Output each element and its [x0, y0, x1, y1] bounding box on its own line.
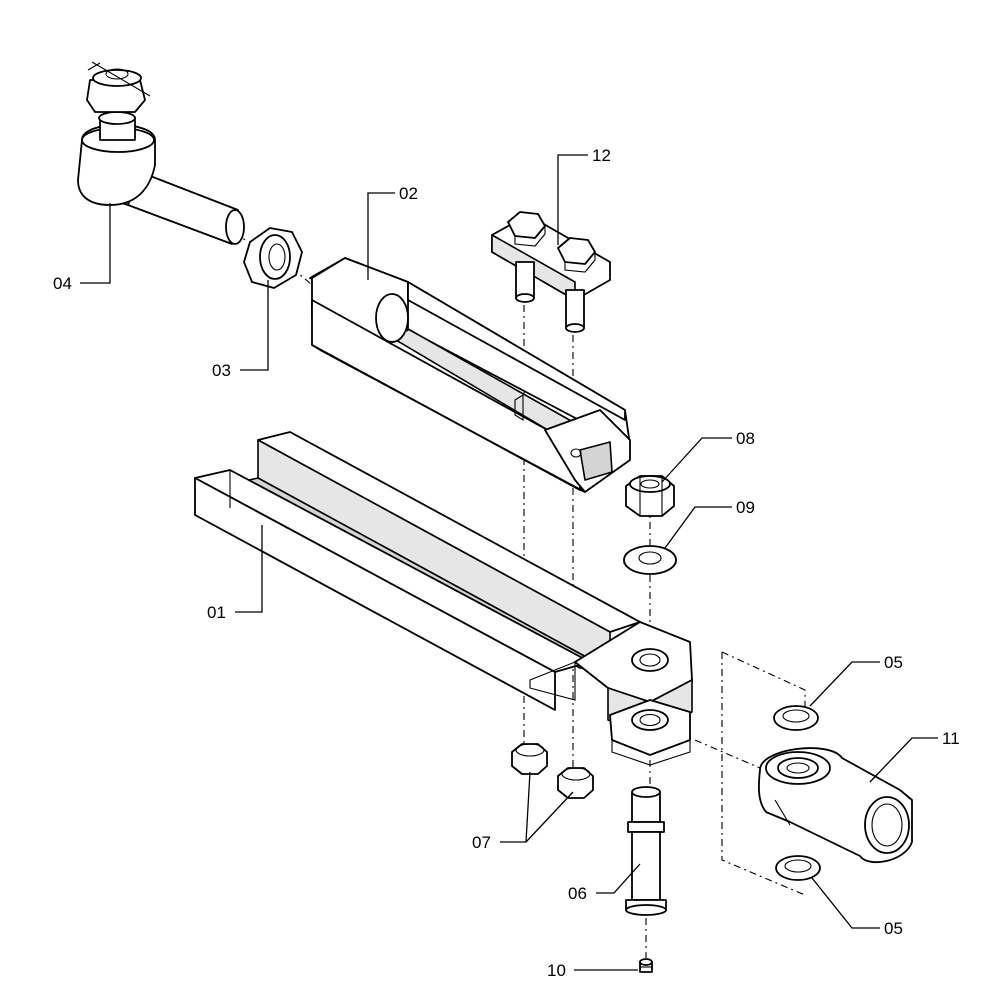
part-06-pin	[625, 786, 667, 916]
part-08-lock-nut	[625, 475, 675, 517]
callout-09: 09	[736, 498, 755, 517]
leader-lines	[80, 154, 938, 971]
part-03-hex-nut	[243, 227, 303, 289]
part-01-lower-arm	[194, 431, 693, 766]
callout-05-bottom: 05	[884, 919, 903, 938]
callout-04: 04	[53, 274, 72, 293]
callout-02: 02	[399, 184, 418, 203]
part-09-washer	[623, 545, 677, 575]
part-04-tie-rod-end	[77, 61, 245, 245]
part-12-clamp	[491, 211, 611, 333]
part-05-spacers	[773, 705, 821, 881]
callout-01: 01	[207, 603, 226, 622]
part-02-upper-arm	[309, 257, 631, 493]
callout-06: 06	[568, 884, 587, 903]
callout-07: 07	[472, 833, 491, 852]
callout-03: 03	[212, 361, 231, 380]
part-07-nuts	[511, 743, 594, 799]
callout-08: 08	[736, 429, 755, 448]
callout-12: 12	[592, 146, 611, 165]
callout-10: 10	[547, 961, 566, 980]
part-11-rod-end	[758, 747, 913, 864]
callout-labels: 01 02 03 04 05 05 06 07 08 09 10 11 12	[53, 146, 960, 980]
callout-05-top: 05	[884, 653, 903, 672]
part-10-grease-fitting	[639, 958, 653, 973]
callout-11: 11	[942, 729, 960, 748]
